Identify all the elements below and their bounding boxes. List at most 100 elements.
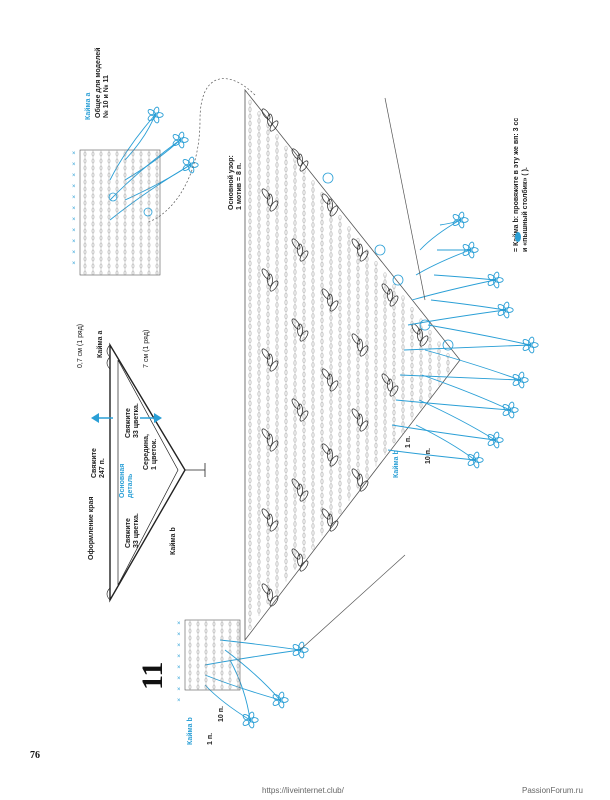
chain-stitch	[266, 409, 270, 415]
chain-stitch	[365, 319, 369, 325]
chain-stitch	[311, 257, 315, 263]
chain-stitch	[293, 262, 297, 268]
chain-stitch	[401, 358, 405, 364]
chain-stitch	[356, 251, 360, 258]
chain-stitch	[284, 390, 288, 397]
chain-stitch	[123, 172, 127, 178]
chain-stitch	[329, 224, 333, 230]
chain-stitch	[266, 339, 270, 345]
chain-stitch	[329, 497, 333, 503]
chain-stitch	[248, 288, 252, 294]
chain-stitch	[392, 410, 396, 416]
chain-stitch	[284, 453, 288, 460]
flower-petal	[473, 451, 480, 461]
chain-stitch	[347, 366, 351, 372]
chain-stitch	[401, 386, 405, 392]
chain-stitch	[139, 151, 143, 157]
chain-stitch	[311, 481, 315, 487]
chain-stitch	[293, 157, 297, 163]
chain-stitch	[228, 628, 232, 634]
dimension-a: 0,7 см (1 ряд)	[77, 324, 84, 368]
chain-stitch	[212, 684, 216, 690]
chain-stitch	[275, 400, 279, 406]
chain-stitch	[83, 221, 87, 227]
chain-stitch	[356, 279, 360, 286]
chain-stitch	[293, 409, 297, 415]
chain-stitch	[374, 302, 378, 309]
chain-stitch	[311, 530, 315, 536]
chain-stitch	[293, 507, 297, 513]
border-a-label: Кайма a	[96, 331, 104, 358]
chain-stitch	[257, 496, 261, 502]
chain-stitch	[428, 365, 432, 371]
chain-stitch	[284, 299, 288, 306]
chain-stitch	[147, 228, 151, 234]
chain-stitch	[365, 277, 369, 283]
chart-border-b-2: Кайма b	[186, 717, 194, 745]
chain-stitch	[365, 361, 369, 367]
chain-stitch	[293, 451, 297, 457]
chain-stitch	[302, 189, 306, 196]
chain-stitch	[437, 341, 441, 347]
chain-stitch	[374, 386, 378, 393]
chain-stitch	[311, 383, 315, 389]
chain-stitch	[302, 217, 306, 224]
chain-stitch	[284, 208, 288, 215]
border-a-chart	[79, 149, 161, 276]
chain-stitch	[248, 505, 252, 511]
chain-stitch	[293, 458, 297, 464]
chain-stitch	[204, 642, 208, 648]
chain-stitch	[284, 432, 288, 439]
chain-stitch	[320, 401, 324, 408]
chain-stitch	[115, 158, 119, 164]
chain-stitch	[374, 323, 378, 330]
chain-stitch	[284, 425, 288, 432]
chain-stitch	[204, 649, 208, 655]
leaf-stitch	[357, 473, 363, 487]
chain-stitch	[329, 406, 333, 412]
chain-stitch	[365, 459, 369, 465]
chain-stitch	[365, 375, 369, 381]
chain-stitch	[365, 291, 369, 297]
leaf-stitch	[291, 548, 301, 560]
chain-stitch	[284, 313, 288, 320]
chain-stitch	[311, 439, 315, 445]
chain-stitch	[392, 361, 396, 367]
chain-stitch	[266, 563, 270, 569]
chain-stitch	[410, 356, 414, 362]
chain-stitch	[91, 263, 95, 269]
chain-stitch	[257, 412, 261, 418]
chain-stitch	[155, 221, 159, 227]
chain-stitch	[365, 445, 369, 451]
chain-stitch	[392, 396, 396, 402]
chain-stitch	[147, 242, 151, 248]
chain-stitch	[419, 381, 423, 387]
chain-stitch	[293, 290, 297, 296]
chain-stitch	[329, 315, 333, 321]
chain-stitch	[347, 380, 351, 386]
flower-stem	[403, 344, 531, 351]
chain-stitch	[320, 478, 324, 485]
chain-stitch	[329, 434, 333, 440]
chain-stitch	[220, 628, 224, 634]
chain-stitch	[320, 198, 324, 205]
chain-stitch	[311, 348, 315, 354]
leaf-stitch	[267, 433, 273, 447]
chain-stitch	[107, 151, 111, 157]
chain-stitch	[147, 221, 151, 227]
chain-stitch	[293, 542, 297, 548]
chain-stitch	[302, 518, 306, 525]
chain-stitch	[131, 214, 135, 220]
chain-stitch	[83, 270, 87, 276]
border-a-grid	[83, 150, 159, 276]
flower-stem	[424, 349, 521, 381]
chain-stitch	[155, 193, 159, 199]
chain-stitch	[320, 247, 324, 254]
chain-stitch	[347, 331, 351, 337]
chain-stitch	[257, 447, 261, 453]
count-1-a: 1 п.	[405, 436, 412, 448]
chain-stitch	[275, 505, 279, 511]
chain-stitch	[257, 377, 261, 383]
flower-stem	[224, 649, 281, 701]
chain-stitch	[266, 311, 270, 317]
